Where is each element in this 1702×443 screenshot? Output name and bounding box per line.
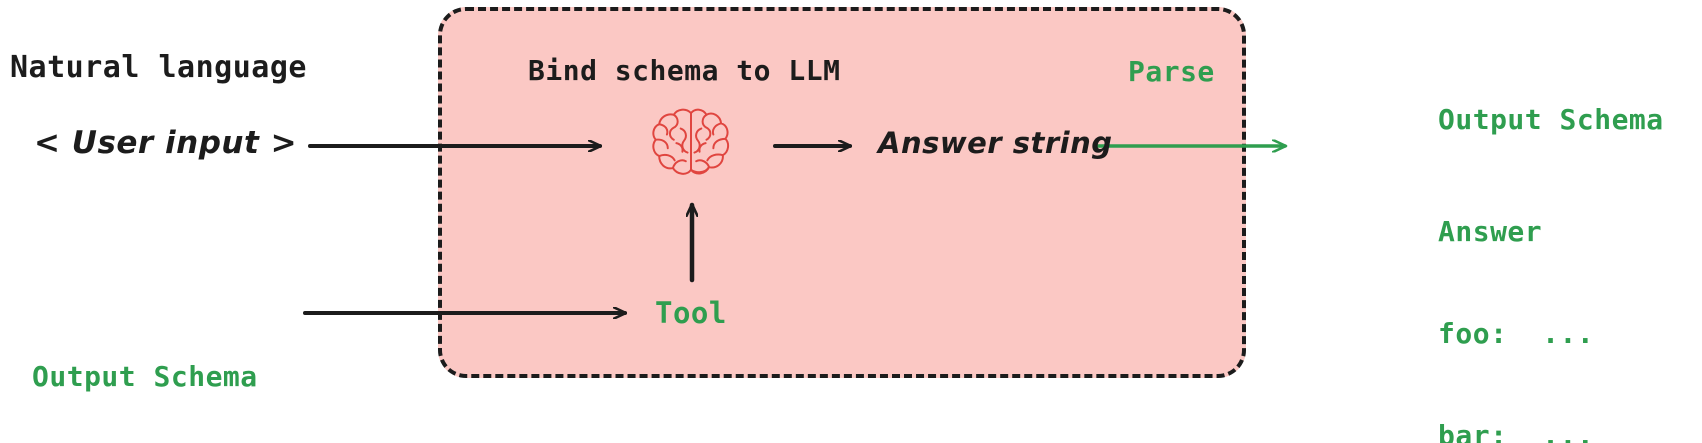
user-input-text: < User input > xyxy=(34,125,298,161)
natural-language-heading: Natural language xyxy=(10,50,307,85)
output-schema-field-foo: foo: ... xyxy=(1438,317,1595,350)
answer-string-text: Answer string xyxy=(878,126,1113,160)
parse-label: Parse xyxy=(1128,55,1215,88)
output-schema-block: Output Schema Answer foo: ... bar: ... xyxy=(1438,35,1664,443)
output-schema-field-bar: bar: ... xyxy=(1438,419,1595,443)
tool-label: Tool xyxy=(655,296,727,330)
brain-icon xyxy=(648,104,734,184)
input-schema-heading: Output Schema xyxy=(32,360,258,393)
bind-schema-heading: Bind schema to LLM xyxy=(528,54,841,87)
output-schema-answer-label: Answer xyxy=(1438,215,1543,248)
input-output-schema-block: Output Schema foo: ... bar: ... xyxy=(32,292,258,443)
output-schema-heading: Output Schema xyxy=(1438,103,1664,136)
llm-container-box xyxy=(438,7,1246,378)
